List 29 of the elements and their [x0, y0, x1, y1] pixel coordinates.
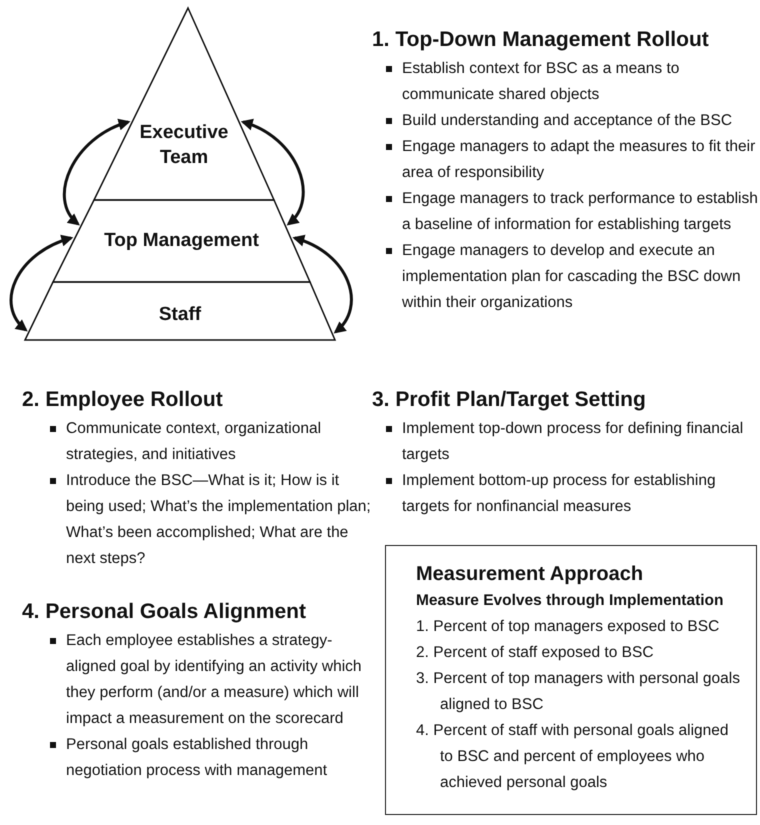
tier-label: Top Management — [104, 230, 259, 251]
numbered-item: 1. Percent of top managers exposed to BSC — [416, 617, 720, 637]
bullet-text: Each employee establishes a strategy-aligned goal by identifying an activity which they perform (and/or a measure) which will impact a measurement on the scorecard — [66, 632, 362, 727]
bullet-text: Communicate context, organizational strategies, and initiatives — [66, 420, 322, 463]
bullet-text: Engage managers to develop and execute an implementation plan for cascading the BSC down within their organizations — [402, 242, 741, 311]
info-panel — [385, 545, 757, 815]
panel-subtitle: Measure Evolves through Implementation — [416, 591, 724, 611]
tier-label: Staff — [158, 304, 202, 325]
bullet-text: Engage managers to adapt the measures to fit their area of responsibility — [402, 138, 756, 181]
bullet-text: Establish context for BSC as a means to communicate shared objects — [402, 60, 680, 103]
section-heading: 1. Top-Down Management Rollout — [372, 27, 710, 53]
numbered-item: 3. Percent of top managers with personal goals aligned to BSC — [416, 669, 741, 715]
section-heading: 4. Personal Goals Alignment — [22, 599, 307, 625]
curved-double-arrow — [240, 120, 305, 226]
curved-double-arrow — [10, 235, 74, 332]
bullet-text: Build understanding and acceptance of the BSC — [402, 112, 732, 129]
numbered-item: 2. Percent of staff exposed to BSC — [416, 643, 655, 663]
curved-double-arrow — [292, 236, 353, 334]
bullet-text: Personal goals established through negotiation process with management — [66, 736, 328, 779]
tier-label: Executive Team — [140, 122, 228, 168]
bullet-text: Introduce the BSC—What is it; How is it being used; What’s the implementation plan; What’s been accomplished; What are the next steps? — [66, 472, 371, 567]
bullet-text: Implement top-down process for defining financial targets — [402, 420, 744, 463]
curved-double-arrow — [63, 120, 130, 226]
section-heading: 2. Employee Rollout — [22, 387, 224, 413]
bullet-text: Engage managers to track performance to establish a baseline of information for establishing targets — [402, 190, 758, 233]
numbered-item: 4. Percent of staff with personal goals aligned to BSC and percent of employees who achieved personal goals — [416, 721, 730, 793]
bullet-text: Implement bottom-up process for establishing targets for nonfinancial measures — [402, 472, 716, 515]
panel-title: Measurement Approach — [416, 562, 644, 587]
section-heading: 3. Profit Plan/Target Setting — [372, 387, 647, 413]
